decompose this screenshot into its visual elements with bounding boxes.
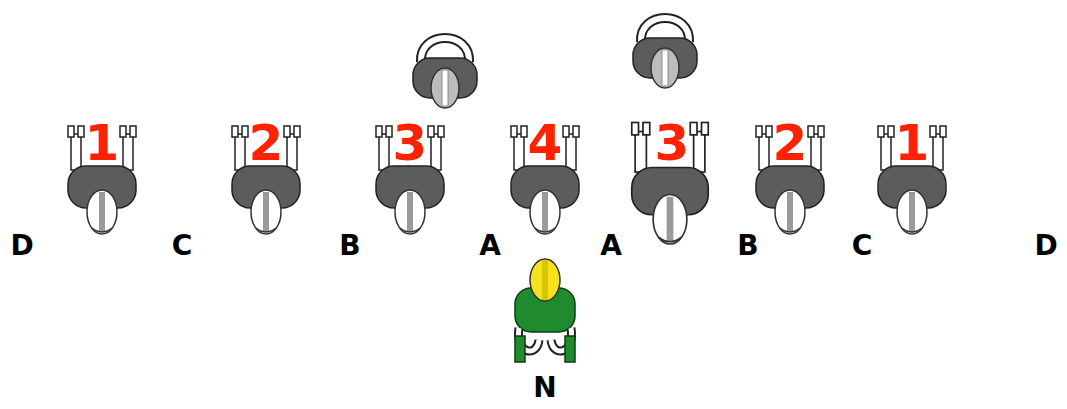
gap-letter: D xyxy=(1034,232,1057,260)
gap-letter: C xyxy=(172,232,193,260)
callout-number: 1 xyxy=(895,118,930,168)
gap-letter: B xyxy=(737,232,758,260)
ball-carrier xyxy=(515,259,575,362)
gap-letter: A xyxy=(600,232,622,260)
callout-number: 3 xyxy=(393,118,428,168)
gap-letter: D xyxy=(10,232,33,260)
gap-letter: A xyxy=(479,232,501,260)
callout-number: 3 xyxy=(655,118,690,168)
gap-letter: C xyxy=(852,232,873,260)
player-label: N xyxy=(533,374,556,402)
callout-number: 2 xyxy=(773,118,808,168)
callout-number: 2 xyxy=(249,118,284,168)
offensive-line xyxy=(68,123,946,245)
callout-number: 1 xyxy=(85,118,120,168)
gap-letter: B xyxy=(339,232,360,260)
defenders xyxy=(413,18,697,108)
callout-number: 4 xyxy=(528,118,563,168)
